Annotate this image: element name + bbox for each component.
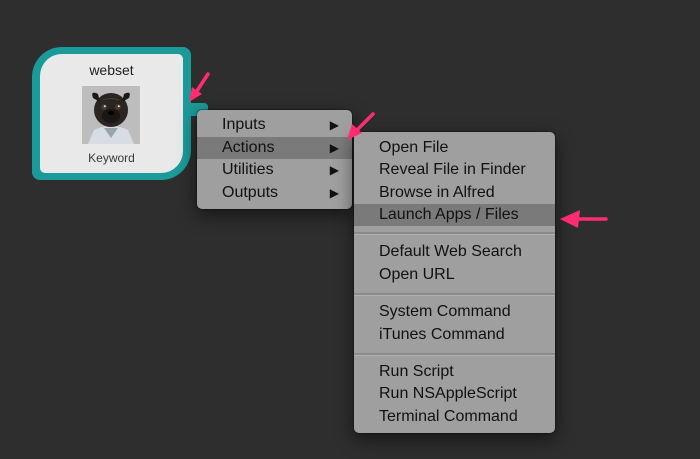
menu-item-label: Terminal Command	[379, 408, 518, 425]
menu-item-label: Open URL	[379, 266, 455, 283]
menu-item-reveal-file-in-finder[interactable]: Reveal File in Finder	[354, 159, 555, 181]
menu-item-actions[interactable]: Actions ▶	[197, 137, 352, 159]
menu-item-open-file[interactable]: Open File	[354, 137, 555, 159]
menu-item-label: Run NSAppleScript	[379, 385, 517, 402]
submenu-arrow-icon: ▶	[329, 186, 339, 200]
annotation-arrow-icon	[347, 112, 375, 140]
submenu-arrow-icon: ▶	[329, 141, 339, 155]
pug-avatar-image	[82, 86, 140, 144]
menu-item-label: Utilities	[222, 161, 274, 178]
submenu-arrow-icon: ▶	[329, 163, 339, 177]
menu-item-utilities[interactable]: Utilities ▶	[197, 159, 352, 181]
menu-item-default-web-search[interactable]: Default Web Search	[354, 241, 555, 263]
menu-item-system-command[interactable]: System Command	[354, 301, 555, 323]
menu-item-open-url[interactable]: Open URL	[354, 264, 555, 286]
menu-item-label: Browse in Alfred	[379, 184, 495, 201]
menu-item-label: iTunes Command	[379, 326, 505, 343]
menu-item-itunes-command[interactable]: iTunes Command	[354, 324, 555, 346]
menu-item-label: Actions	[222, 139, 275, 156]
menu-item-label: Run Script	[379, 363, 454, 380]
context-menu: Inputs ▶ Actions ▶ Utilities ▶ Outputs ▶	[197, 110, 352, 209]
node-caption: Keyword	[88, 151, 135, 165]
menu-separator	[354, 293, 555, 296]
menu-item-label: Outputs	[222, 184, 279, 201]
menu-item-inputs[interactable]: Inputs ▶	[197, 114, 352, 136]
menu-item-label: System Command	[379, 303, 511, 320]
menu-item-browse-in-alfred[interactable]: Browse in Alfred	[354, 182, 555, 204]
menu-item-label: Default Web Search	[379, 243, 522, 260]
menu-item-label: Open File	[379, 139, 449, 156]
menu-item-terminal-command[interactable]: Terminal Command	[354, 406, 555, 428]
menu-item-label: Reveal File in Finder	[379, 161, 526, 178]
annotation-arrow-icon	[560, 210, 608, 228]
menu-item-label: Launch Apps / Files	[379, 206, 519, 223]
submenu-arrow-icon: ▶	[329, 118, 339, 132]
menu-separator	[354, 353, 555, 356]
node-title: webset	[89, 62, 134, 78]
menu-item-launch-apps-files[interactable]: Launch Apps / Files	[354, 204, 555, 226]
menu-item-run-script[interactable]: Run Script	[354, 361, 555, 383]
annotation-arrow-icon	[189, 72, 210, 102]
menu-item-outputs[interactable]: Outputs ▶	[197, 182, 352, 204]
menu-item-label: Inputs	[222, 116, 266, 133]
menu-separator	[354, 232, 555, 235]
actions-submenu: Open File Reveal File in Finder Browse i…	[354, 132, 555, 433]
menu-item-run-nsapplescript[interactable]: Run NSAppleScript	[354, 383, 555, 405]
